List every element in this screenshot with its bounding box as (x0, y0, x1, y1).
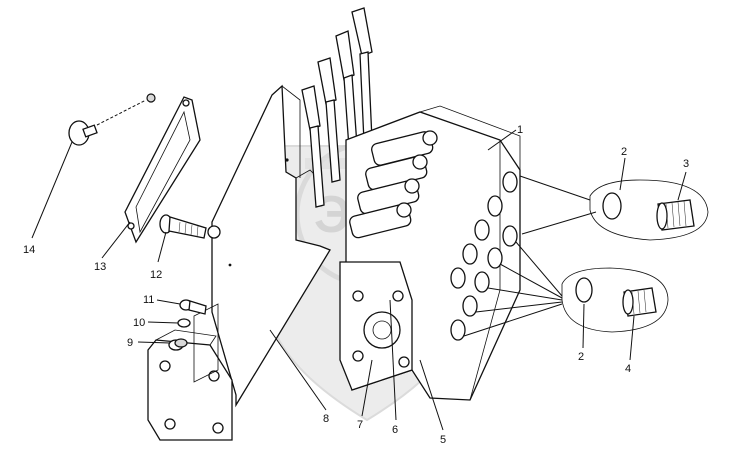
flange-bracket (147, 303, 233, 441)
callout-10: 10 (133, 317, 145, 329)
callout-3: 3 (683, 158, 689, 170)
fasteners-9-11 (174, 299, 207, 348)
plug-group-upper (589, 179, 709, 241)
callout-7: 7 (357, 419, 363, 431)
leader-lines (31, 129, 687, 431)
callout-9: 9 (127, 337, 133, 349)
callout-2-upper: 2 (621, 146, 627, 158)
callout-12: 12 (150, 269, 162, 281)
rivet (68, 93, 156, 146)
callout-labels: 1 2 3 2 4 5 6 7 8 9 10 11 12 13 14 (23, 124, 689, 446)
callout-2-lower: 2 (578, 351, 584, 363)
valve-body (339, 105, 521, 401)
callout-1: 1 (517, 124, 523, 136)
callout-8: 8 (323, 413, 329, 425)
callout-5: 5 (440, 434, 446, 446)
gasket (124, 96, 201, 244)
callout-4: 4 (625, 363, 631, 375)
callout-11: 11 (143, 294, 154, 306)
bolt-12 (159, 214, 207, 239)
callout-14: 14 (23, 244, 35, 256)
plug-group-lower (561, 267, 669, 333)
callout-13: 13 (94, 261, 106, 273)
callout-6: 6 (392, 424, 398, 436)
control-levers (301, 7, 373, 208)
